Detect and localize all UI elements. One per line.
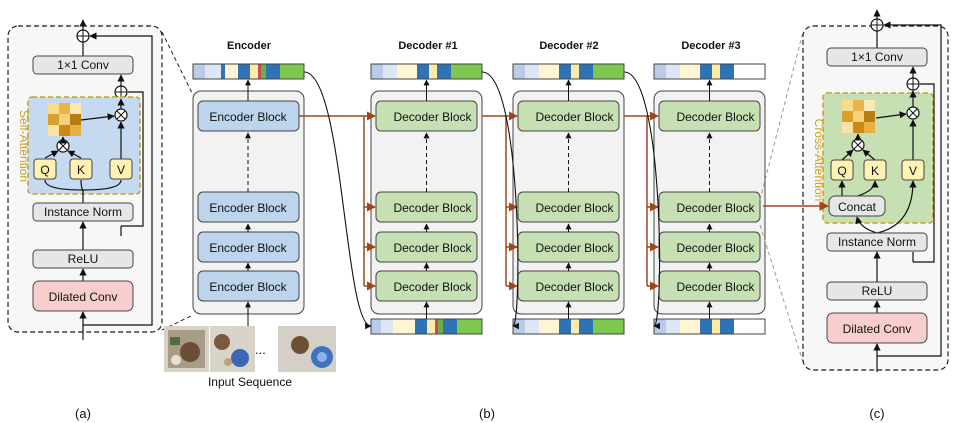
panel-a: 1×1 Conv Self-Attention xyxy=(7,19,163,421)
dilated-conv-label: Dilated Conv xyxy=(843,322,912,336)
dilated-conv-label: Dilated Conv xyxy=(49,290,118,304)
q-block xyxy=(33,158,57,180)
conv-1x1-label: 1×1 Conv xyxy=(851,50,903,64)
ellipsis: ... xyxy=(255,342,266,357)
encoder-block-label: Encoder Block xyxy=(209,201,287,215)
decoder-block-label: Decoder Block xyxy=(535,110,614,124)
k-block xyxy=(863,159,887,181)
decoder-block-label: Decoder Block xyxy=(535,280,614,294)
input-image xyxy=(210,326,255,372)
relu-label: ReLU xyxy=(68,252,99,266)
dilated-conv-block xyxy=(32,280,134,312)
stage-connector xyxy=(481,71,520,330)
attention-map-icon xyxy=(48,103,81,136)
decoder-1-title: Decoder #1 xyxy=(398,40,457,52)
self-attention-label: Self-Attention xyxy=(17,110,31,182)
residual-add-icon xyxy=(870,18,884,32)
multiply-icon xyxy=(851,138,865,152)
relu-block xyxy=(826,281,928,301)
conv-1x1-block xyxy=(826,47,928,67)
q-block xyxy=(830,159,854,181)
encoder-block-label: Encoder Block xyxy=(209,110,287,124)
conv-1x1-label: 1×1 Conv xyxy=(57,58,109,72)
v-label: V xyxy=(117,163,125,177)
stage-connector xyxy=(623,71,661,330)
encoder-block-label: Encoder Block xyxy=(209,280,287,294)
conv-1x1-block xyxy=(32,55,134,75)
q-label: Q xyxy=(837,164,846,178)
residual-add-icon xyxy=(76,29,90,43)
panel-b: Encoder Decoder #1 Decoder #2 Decoder #3… xyxy=(164,40,766,421)
k-block xyxy=(69,158,93,180)
decoder-block-label: Decoder Block xyxy=(676,280,755,294)
attention-map-icon xyxy=(842,100,875,133)
decoder-block-label: Decoder Block xyxy=(393,201,472,215)
encoder-title: Encoder xyxy=(227,40,272,52)
inner-add-icon xyxy=(906,77,920,91)
caption-c: (c) xyxy=(869,406,884,421)
encoder-block-label: Encoder Block xyxy=(209,241,287,255)
decoder-block-label: Decoder Block xyxy=(535,201,614,215)
decoder-block-label: Decoder Block xyxy=(393,110,472,124)
decoder-output-strip xyxy=(653,63,766,80)
k-label: K xyxy=(871,164,879,178)
instance-norm-label: Instance Norm xyxy=(44,205,122,219)
instance-norm-label: Instance Norm xyxy=(838,235,916,249)
decoder-block-label: Decoder Block xyxy=(393,241,472,255)
v-block xyxy=(901,159,925,181)
concat-block xyxy=(828,195,886,217)
input-image xyxy=(278,326,336,372)
encoder-output-strip xyxy=(192,63,305,80)
panel-c: 1×1 Conv Cross-Attention Q K xyxy=(763,9,949,421)
decoder-block-label: Decoder Block xyxy=(676,241,755,255)
multiply-icon xyxy=(906,106,920,120)
q-label: Q xyxy=(40,163,49,177)
instance-norm-block xyxy=(32,202,134,222)
multiply-icon xyxy=(114,108,128,122)
stage-connector xyxy=(303,71,372,330)
decoder-block-label: Decoder Block xyxy=(535,241,614,255)
concat-label: Concat xyxy=(838,200,877,214)
decoder-block-label: Decoder Block xyxy=(676,110,755,124)
decoder-block-label: Decoder Block xyxy=(393,280,472,294)
caption-b: (b) xyxy=(479,406,495,421)
input-image xyxy=(164,326,209,372)
caption-a: (a) xyxy=(75,406,91,421)
decoder-3-title: Decoder #3 xyxy=(681,40,740,52)
decoder-2-title: Decoder #2 xyxy=(539,40,598,52)
relu-block xyxy=(32,249,134,269)
decoder-block-label: Decoder Block xyxy=(676,201,755,215)
multiply-icon xyxy=(56,139,70,153)
v-block xyxy=(109,158,133,180)
k-label: K xyxy=(77,163,85,177)
dilated-conv-block xyxy=(826,312,928,344)
instance-norm-block xyxy=(826,232,928,252)
cross-attention-label: Cross-Attention xyxy=(812,119,826,202)
input-sequence-caption: Input Sequence xyxy=(208,375,292,389)
relu-label: ReLU xyxy=(862,284,893,298)
v-label: V xyxy=(909,164,917,178)
